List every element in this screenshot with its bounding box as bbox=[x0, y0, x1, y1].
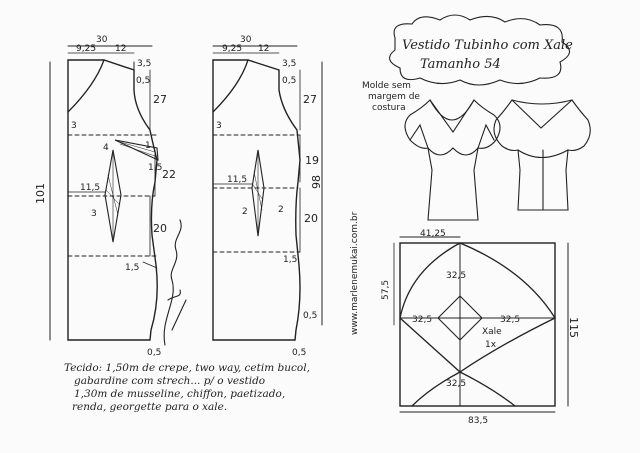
front-waist-dart: 11,5 bbox=[80, 183, 100, 193]
back-hem-adj: 1,5 bbox=[283, 255, 297, 265]
shawl-inner-top: 32,5 bbox=[446, 271, 466, 281]
shawl-height: 115 bbox=[567, 317, 580, 338]
back-dart-width: 2 bbox=[242, 207, 248, 217]
front-hem: 0,5 bbox=[147, 348, 161, 358]
dress-front-sketch bbox=[404, 99, 501, 221]
back-width-top: 30 bbox=[240, 35, 252, 45]
shawl-right-half: 32,5 bbox=[500, 315, 520, 325]
front-total-length: 101 bbox=[34, 183, 47, 204]
back-hip: 20 bbox=[304, 212, 318, 225]
front-waist-offset: 3 bbox=[91, 209, 97, 219]
front-shoulder: 12 bbox=[115, 44, 126, 54]
front-dart-side: 1 bbox=[145, 141, 151, 151]
front-neck-width: 9,25 bbox=[76, 44, 96, 54]
fabric-note-3: 1,30m de musseline, chiffon, paetizado, bbox=[74, 388, 286, 400]
molde-note-3: costura bbox=[372, 103, 406, 113]
fabric-note-2: gabardine com strech... p/ o vestido bbox=[74, 375, 266, 387]
back-armhole: 27 bbox=[303, 93, 317, 106]
back-shoulder-drop: 3,5 bbox=[282, 59, 296, 69]
shawl-inner-bottom: 32,5 bbox=[446, 379, 466, 389]
back-side: 19 bbox=[305, 154, 319, 167]
front-dart-width: 4 bbox=[103, 143, 109, 153]
shawl-left-half: 32,5 bbox=[412, 315, 432, 325]
back-neck-width: 9,25 bbox=[222, 44, 242, 54]
front-hip: 20 bbox=[153, 222, 167, 235]
shawl-pattern: 41,25 57,5 115 83,5 32,5 32,5 32,5 32,5 … bbox=[381, 229, 580, 426]
title-cloud: Vestido Tubinho com Xale Tamanho 54 bbox=[389, 14, 573, 86]
fabric-note-1: Tecido: 1,50m de crepe, two way, cetim b… bbox=[64, 362, 310, 374]
front-pattern: 30 9,25 12 3,5 0,5 27 101 3 4 1 1,5 bbox=[34, 35, 176, 358]
back-neck-depth: 0,5 bbox=[282, 76, 296, 86]
shawl-count: 1x bbox=[485, 340, 497, 350]
front-dart-point: 3 bbox=[71, 121, 77, 131]
fabric-notes: Tecido: 1,50m de crepe, two way, cetim b… bbox=[64, 362, 310, 414]
shawl-bottom-width: 83,5 bbox=[468, 416, 488, 426]
back-shoulder: 12 bbox=[258, 44, 269, 54]
signature bbox=[163, 219, 187, 346]
fabric-note-4: renda, georgette para o xale. bbox=[72, 401, 228, 413]
back-dart-depth: 2 bbox=[278, 205, 284, 215]
back-bottom: 0,5 bbox=[292, 348, 306, 358]
shawl-label: Xale bbox=[482, 327, 502, 337]
back-waist-dart: 11,5 bbox=[227, 175, 247, 185]
website-url: www.marlenemukai.com.br bbox=[350, 211, 360, 335]
front-dart-vert: 22 bbox=[162, 168, 176, 181]
title-line2: Tamanho 54 bbox=[420, 57, 501, 72]
molde-note: Molde sem margem de costura bbox=[362, 81, 420, 113]
front-neck-depth: 0,5 bbox=[136, 76, 150, 86]
shawl-side-left: 57,5 bbox=[381, 280, 391, 300]
front-width-top: 30 bbox=[96, 35, 108, 45]
front-armhole: 27 bbox=[153, 93, 167, 106]
shawl-top-width: 41,25 bbox=[420, 229, 446, 239]
molde-note-1: Molde sem bbox=[362, 81, 411, 91]
front-shoulder-drop: 3,5 bbox=[137, 59, 151, 69]
back-pattern: 30 9,25 12 3,5 0,5 27 98 3 19 11,5 2 2 2… bbox=[212, 35, 323, 358]
title-line1: Vestido Tubinho com Xale bbox=[402, 38, 573, 53]
back-dart-point: 3 bbox=[216, 121, 222, 131]
back-total-length: 98 bbox=[310, 175, 323, 189]
front-hem-adj: 1,5 bbox=[125, 263, 139, 273]
molde-note-2: margem de bbox=[368, 92, 420, 102]
back-hem: 0,5 bbox=[303, 311, 317, 321]
dress-back-sketch bbox=[493, 99, 591, 211]
